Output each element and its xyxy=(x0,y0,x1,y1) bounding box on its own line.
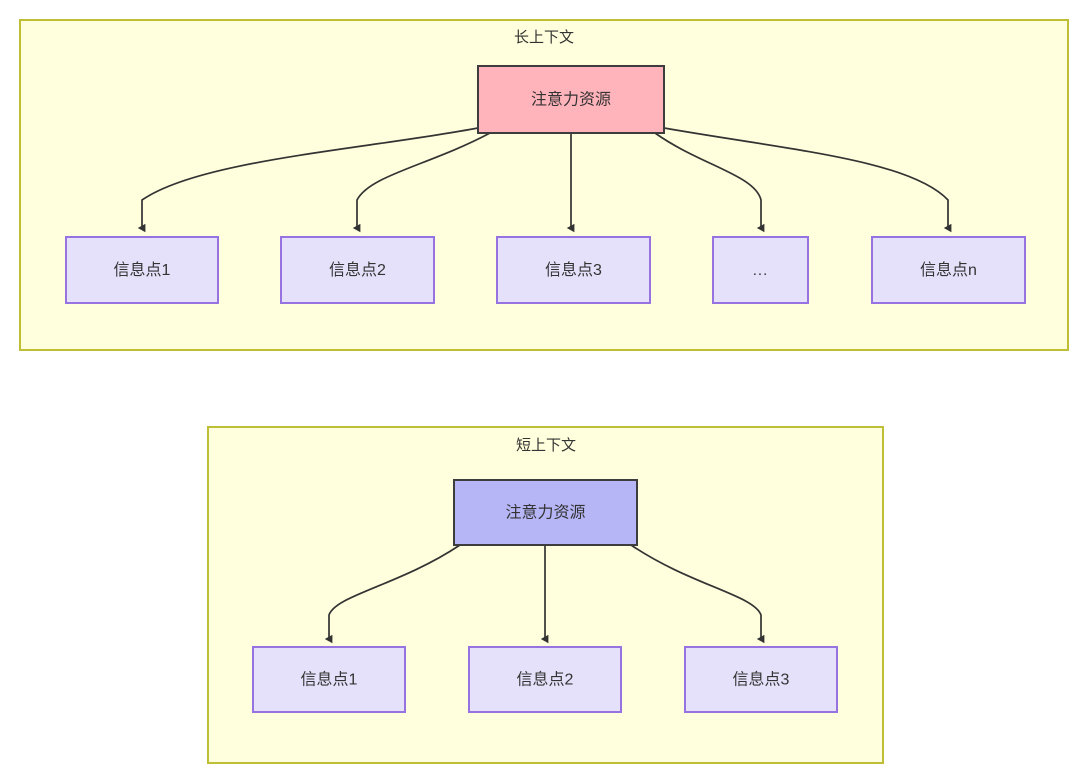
info-node-label-long-context-4: ... xyxy=(753,262,769,279)
info-node-box-long-context-5[interactable] xyxy=(871,236,1026,304)
info-node-box-long-context-3[interactable] xyxy=(496,236,651,304)
info-node-label-short-context-1: 信息点1 xyxy=(301,671,358,689)
info-node-box-long-context-4[interactable] xyxy=(712,236,809,304)
group-title-short-context: 短上下文 xyxy=(516,437,576,454)
edge-attention-to-info-3 xyxy=(630,544,765,644)
edge-attention-to-info-1 xyxy=(324,544,461,644)
info-node-box-short-context-3[interactable] xyxy=(684,646,838,713)
info-node-label-long-context-5: 信息点n xyxy=(920,261,977,279)
edge-attention-to-info-2 xyxy=(352,132,491,233)
info-node-box-long-context-2[interactable] xyxy=(280,236,435,304)
info-node-label-long-context-1: 信息点1 xyxy=(114,261,171,279)
info-node-box-short-context-2[interactable] xyxy=(468,646,622,713)
info-node-box-short-context-1[interactable] xyxy=(252,646,406,713)
info-node-label-long-context-2: 信息点2 xyxy=(329,261,386,279)
info-node-label-short-context-3: 信息点3 xyxy=(733,671,790,689)
attention-node-label-short-context: 注意力资源 xyxy=(505,503,585,522)
edge-attention-to-info-4 xyxy=(654,132,765,233)
info-node-box-long-context-1[interactable] xyxy=(65,236,219,304)
info-node-label-long-context-3: 信息点3 xyxy=(545,261,602,279)
attention-node-label-long-context: 注意力资源 xyxy=(531,90,611,109)
attention-node-box-long-context[interactable] xyxy=(477,65,665,134)
edge-attention-to-info-5 xyxy=(663,127,952,233)
info-node-label-short-context-2: 信息点2 xyxy=(517,671,574,689)
edge-attention-to-info-1 xyxy=(137,127,479,233)
attention-node-box-short-context[interactable] xyxy=(453,479,638,546)
group-title-long-context: 长上下文 xyxy=(514,29,574,46)
